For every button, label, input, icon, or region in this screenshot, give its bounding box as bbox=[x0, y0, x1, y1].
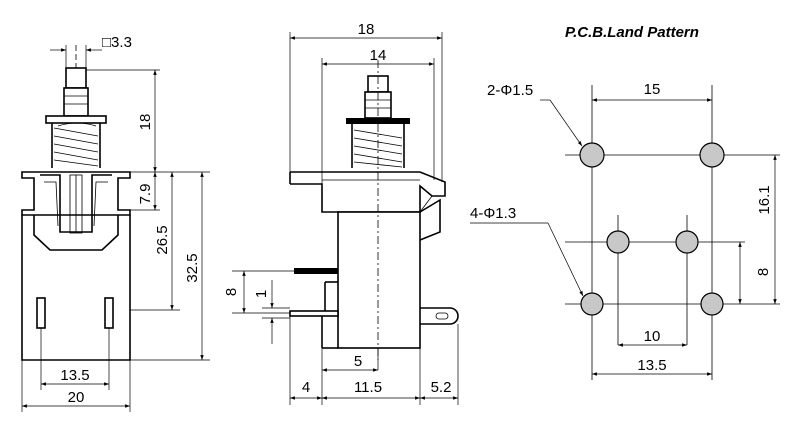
side-right-tab bbox=[420, 307, 459, 325]
land-d13-5-label: 13.5 bbox=[637, 357, 666, 374]
hole-large-callout: 2-Φ1.5 bbox=[487, 82, 533, 99]
land-pattern-title: P.C.B.Land Pattern bbox=[565, 24, 699, 41]
front-plunger-cap bbox=[65, 67, 87, 89]
front-spring bbox=[51, 122, 101, 168]
front-d20-label: 20 bbox=[68, 389, 85, 406]
side-view: 18 14 8 1 5 4 11.5 5.2 bbox=[223, 21, 459, 405]
side-d4-label: 4 bbox=[302, 379, 310, 396]
side-d1-label: 1 bbox=[253, 290, 270, 298]
front-d7-9-label: 7.9 bbox=[137, 184, 154, 205]
side-body bbox=[337, 211, 421, 349]
hole-small-callout: 4-Φ1.3 bbox=[470, 205, 516, 222]
side-terminal-lower bbox=[289, 310, 339, 317]
front-d13-5-label: 13.5 bbox=[60, 367, 89, 384]
front-terminal-left bbox=[36, 297, 46, 329]
side-d5-2-label: 5.2 bbox=[431, 379, 452, 396]
front-spring-collar bbox=[45, 115, 107, 124]
side-terminal-upper bbox=[294, 268, 338, 274]
front-plunger-shaft bbox=[63, 87, 89, 117]
front-body bbox=[21, 215, 131, 361]
front-square-label: □3.3 bbox=[102, 34, 132, 51]
land-d8-label: 8 bbox=[755, 268, 772, 276]
side-d11-5-label: 11.5 bbox=[354, 379, 382, 396]
side-d8-label: 8 bbox=[223, 288, 240, 296]
side-d14-label: 14 bbox=[370, 47, 387, 64]
land-d15-label: 15 bbox=[644, 81, 661, 98]
land-pattern: P.C.B.Land Pattern 2-Φ1.5 4-Φ1.3 15 16.1… bbox=[470, 24, 780, 380]
pad-small-1 bbox=[606, 230, 630, 254]
side-frame bbox=[290, 171, 446, 213]
front-terminal-right bbox=[104, 297, 114, 329]
pad-small-4 bbox=[700, 292, 724, 316]
pad-small-2 bbox=[675, 230, 699, 254]
pad-large-left bbox=[579, 142, 605, 168]
front-view: □3.3 18 7.9 26.5 32.5 13.5 20 bbox=[21, 34, 210, 412]
front-d18-label: 18 bbox=[137, 114, 154, 131]
pad-large-right bbox=[699, 142, 725, 168]
side-d18-label: 18 bbox=[358, 21, 375, 38]
land-d16-1-label: 16.1 bbox=[756, 185, 773, 214]
front-d26-5-label: 26.5 bbox=[154, 225, 171, 254]
land-d10-label: 10 bbox=[644, 328, 661, 345]
pad-small-3 bbox=[580, 292, 604, 316]
side-d5-label: 5 bbox=[354, 353, 362, 370]
front-d32-5-label: 32.5 bbox=[184, 253, 201, 282]
